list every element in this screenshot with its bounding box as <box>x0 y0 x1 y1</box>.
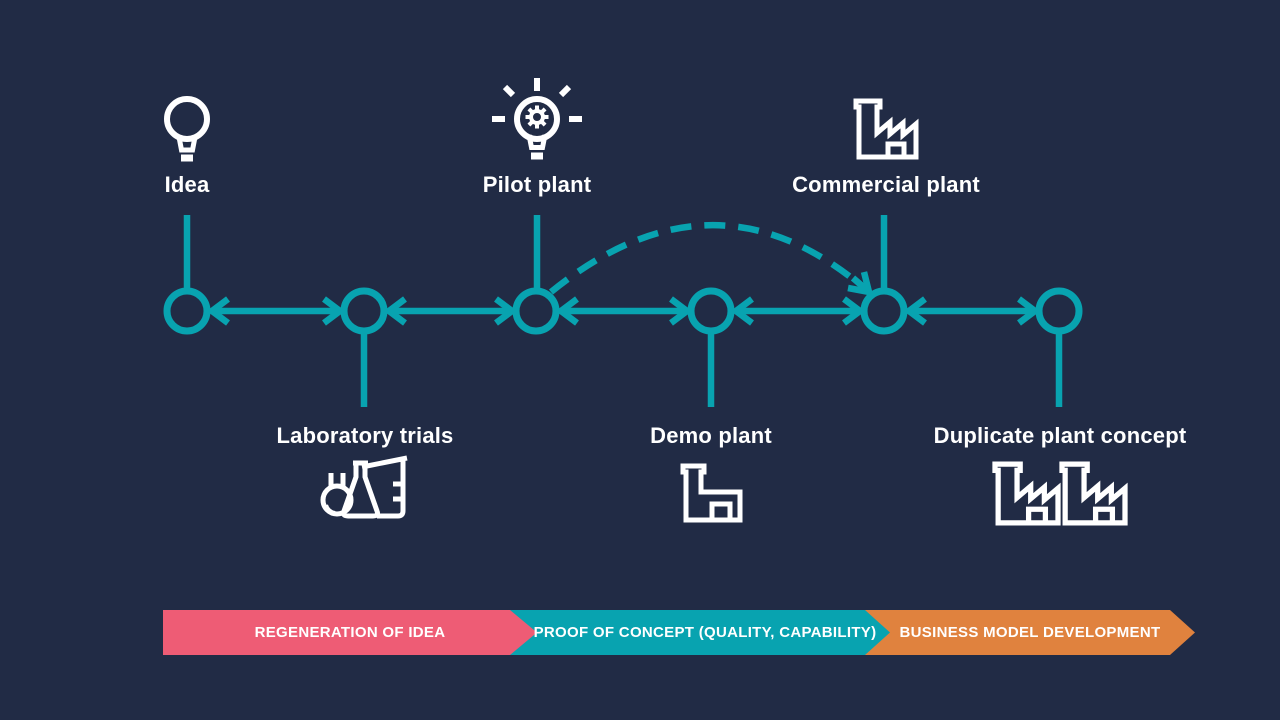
small-factory-icon <box>680 463 743 523</box>
light-rays <box>492 78 582 122</box>
stage-label-laboratory-trials: Laboratory trials <box>276 423 454 448</box>
arrowhead-left-icon <box>555 296 579 326</box>
lightbulb-icon <box>164 96 210 162</box>
milestone-nodes <box>163 287 1083 335</box>
connector-arrow <box>383 296 518 326</box>
double-factory-icon <box>995 464 1125 523</box>
lab-glassware-icon <box>320 455 408 519</box>
stage-label-pilot-plant: Pilot plant <box>482 172 592 197</box>
factory-icon <box>856 101 916 157</box>
stage-label-idea: Idea <box>164 172 210 197</box>
node-laboratory-trials <box>340 287 388 335</box>
arrowhead-right-icon <box>842 296 866 326</box>
arrowhead-left-icon <box>903 296 927 326</box>
stage-label-demo-plant: Demo plant <box>650 423 772 448</box>
arrowhead-right-icon <box>1017 296 1041 326</box>
node-commercial-plant <box>860 287 908 335</box>
node-idea <box>163 287 211 335</box>
connector-arrow <box>555 296 693 326</box>
feedback-arrowhead-icon <box>847 271 874 297</box>
arrowhead-left-icon <box>383 296 407 326</box>
node-pilot-plant <box>512 287 560 335</box>
phase-label-proof-of-concept: PROOF OF CONCEPT (QUALITY, CAPABILITY) <box>533 624 877 641</box>
feedback-arc <box>548 222 874 297</box>
stage-label-commercial-plant: Commercial plant <box>792 172 980 197</box>
lightbulb-gear-icon <box>492 78 582 160</box>
node-demo-plant <box>687 287 735 335</box>
node-duplicate-plant <box>1035 287 1083 335</box>
connector-arrows <box>206 296 1041 326</box>
phase-label-regeneration: REGENERATION OF IDEA <box>254 624 446 641</box>
stage-label-duplicate-plant: Duplicate plant concept <box>933 423 1187 448</box>
phase-segment-regeneration <box>163 610 537 655</box>
phase-segment-proof-of-concept <box>510 610 890 655</box>
arrowhead-right-icon <box>494 296 518 326</box>
phase-banner <box>163 610 1195 655</box>
connector-arrow <box>903 296 1041 326</box>
arrowhead-right-icon <box>669 296 693 326</box>
arrowhead-left-icon <box>730 296 754 326</box>
connector-arrow <box>206 296 346 326</box>
phase-label-business-model: BUSINESS MODEL DEVELOPMENT <box>899 624 1161 641</box>
connector-arrow <box>730 296 866 326</box>
feedback-arc-path <box>548 222 861 295</box>
arrowhead-left-icon <box>206 296 230 326</box>
arrowhead-right-icon <box>322 296 346 326</box>
phase-segment-business-model <box>865 610 1195 655</box>
stem-lines <box>183 215 1063 407</box>
